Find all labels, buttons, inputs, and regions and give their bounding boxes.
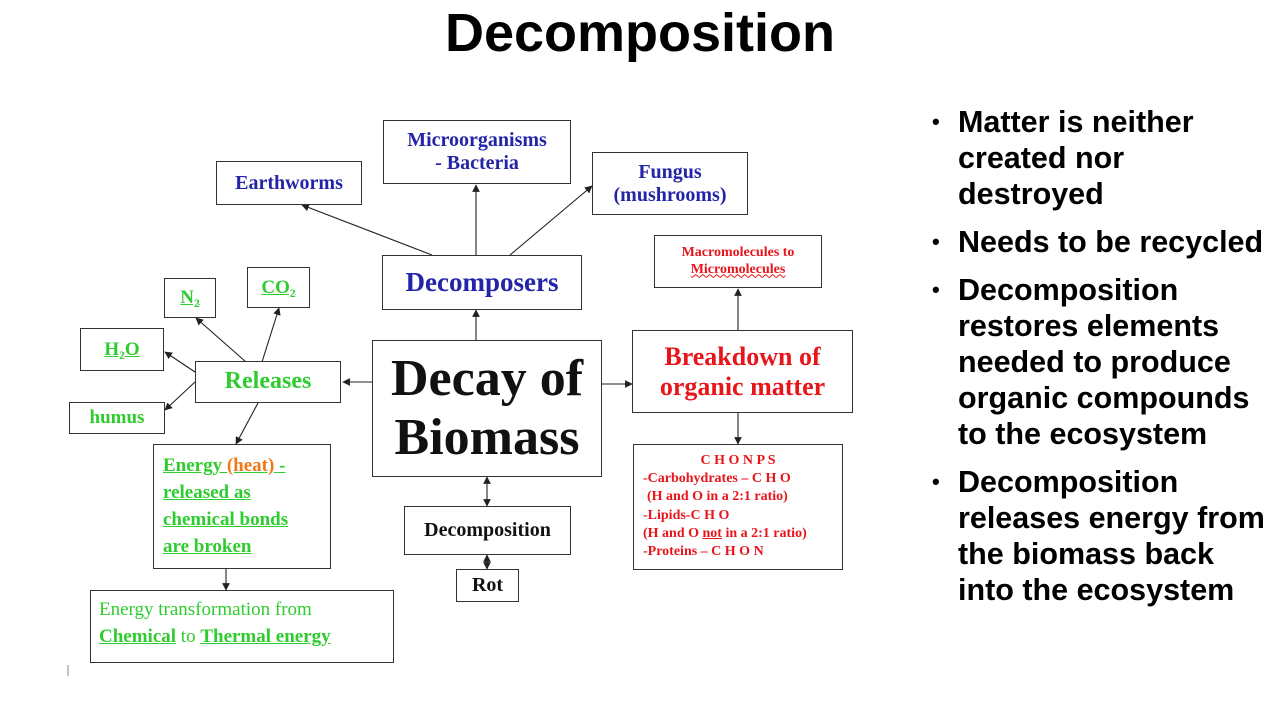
decomposition-box: Decomposition: [404, 506, 571, 555]
co2-box: CO₂: [247, 267, 310, 308]
transformation-line-1: Energy transformation from: [99, 599, 312, 620]
energy-line-2: released as: [163, 481, 251, 503]
energy-line-1: Energy (heat) -: [163, 453, 330, 480]
energy-line-3: chemical bonds: [163, 508, 289, 530]
releases-box: Releases: [195, 361, 341, 403]
bullet-dot-icon: •: [932, 109, 940, 134]
proteins-line: -Proteins – C H O N: [643, 543, 764, 559]
rot-box: Rot: [456, 569, 519, 602]
macromolecules-label: Macromolecules to: [681, 245, 795, 261]
fungus-box: Fungus (mushrooms): [592, 152, 748, 215]
heat-word: (heat): [226, 455, 275, 476]
bullet-text: Decomposition restores elements needed t…: [958, 273, 1250, 451]
arrow-releases-humus: [164, 381, 196, 411]
decay-of-biomass-box: Decay of Biomass: [372, 340, 602, 477]
microorganisms-label: Microorganisms: [407, 129, 547, 151]
bullet-list: • Matter is neither created nor destroyed…: [932, 104, 1272, 620]
energy-box: Energy (heat) - released as chemical bon…: [153, 444, 331, 569]
co2-label: CO₂: [261, 276, 296, 298]
arrow-releases-co2: [261, 307, 281, 363]
bullet-text: Matter is neither created nor destroyed: [958, 105, 1194, 211]
arrow-releases-h2o: [164, 351, 196, 373]
mushrooms-label: (mushrooms): [613, 183, 727, 206]
bacteria-label: - Bacteria: [435, 152, 519, 174]
bullet-item: • Decomposition releases energy from the …: [932, 464, 1272, 608]
h2o-box: H₂O: [80, 328, 164, 371]
energy-dash: -: [274, 455, 286, 476]
transformation-line-2: Chemical to Thermal energy: [99, 624, 393, 651]
breakdown-of-label: Breakdown of: [664, 341, 821, 371]
h2o-label: H₂O: [104, 338, 140, 360]
earthworms-label: Earthworms: [235, 171, 343, 194]
lipids-line: -Lipids-C H O: [643, 507, 730, 523]
lipids-ratio-pre: (H and O: [643, 525, 703, 541]
fungus-label: Fungus: [638, 160, 702, 183]
arrow-releases-energy: [235, 402, 259, 445]
thermal-word: Thermal energy: [200, 625, 331, 647]
micromolecules-label: Micromolecules: [690, 261, 786, 277]
releases-label: Releases: [224, 368, 312, 395]
macromolecules-box: Macromolecules to Micromolecules: [654, 235, 822, 288]
lipids-ratio-post: in a 2:1 ratio): [721, 525, 807, 541]
diagram-arrows: [67, 184, 742, 676]
bullet-item: • Needs to be recycled: [932, 224, 1272, 260]
chonps-heading: C H O N P S: [700, 453, 776, 468]
breakdown-box: Breakdown of organic matter: [632, 330, 853, 413]
bullet-item: • Matter is neither created nor destroyed: [932, 104, 1272, 212]
carbohydrates-ratio-line: (H and O in a 2:1 ratio): [647, 489, 788, 505]
arrow-releases-n2: [195, 317, 247, 363]
biomass-label: Biomass: [394, 408, 580, 466]
energy-line-4: are broken: [163, 535, 252, 557]
decomposition-label: Decomposition: [424, 519, 551, 541]
carbohydrates-line: -Carbohydrates – C H O: [643, 471, 791, 487]
arrow-decomposers-fungus: [509, 185, 593, 256]
bullet-text: Decomposition releases energy from the b…: [958, 465, 1265, 607]
n2-box: N₂: [164, 278, 216, 318]
lipids-ratio-line: (H and O not in a 2:1 ratio): [643, 525, 842, 543]
decay-of-label: Decay of: [390, 350, 584, 408]
page-title: Decomposition: [444, 3, 836, 63]
decomposition-diagram: Decay of Biomass Decomposers Earthworms …: [67, 120, 853, 676]
bullet-dot-icon: •: [932, 229, 940, 254]
humus-box: humus: [69, 402, 165, 434]
bullet-text: Needs to be recycled: [958, 225, 1264, 259]
decomposers-label: Decomposers: [405, 266, 559, 297]
earthworms-box: Earthworms: [216, 161, 362, 205]
bullet-item: • Decomposition restores elements needed …: [932, 272, 1272, 452]
chemical-word: Chemical: [99, 625, 177, 647]
decomposers-box: Decomposers: [382, 255, 582, 310]
n2-label: N₂: [180, 287, 200, 309]
energy-word: Energy: [163, 455, 227, 476]
chonps-box: C H O N P S -Carbohydrates – C H O (H an…: [633, 444, 843, 570]
organic-matter-label: organic matter: [659, 371, 826, 401]
humus-label: humus: [89, 407, 145, 429]
transformation-box: Energy transformation from Chemical to T…: [90, 590, 394, 663]
bullet-dot-icon: •: [932, 277, 940, 302]
arrow-decomposers-earthworms: [301, 203, 433, 256]
to-word: to: [176, 625, 201, 647]
bullet-dot-icon: •: [932, 469, 940, 494]
lipids-ratio-not: not: [702, 525, 722, 541]
microorganisms-box: Microorganisms - Bacteria: [383, 120, 571, 184]
rot-label: Rot: [471, 574, 504, 596]
